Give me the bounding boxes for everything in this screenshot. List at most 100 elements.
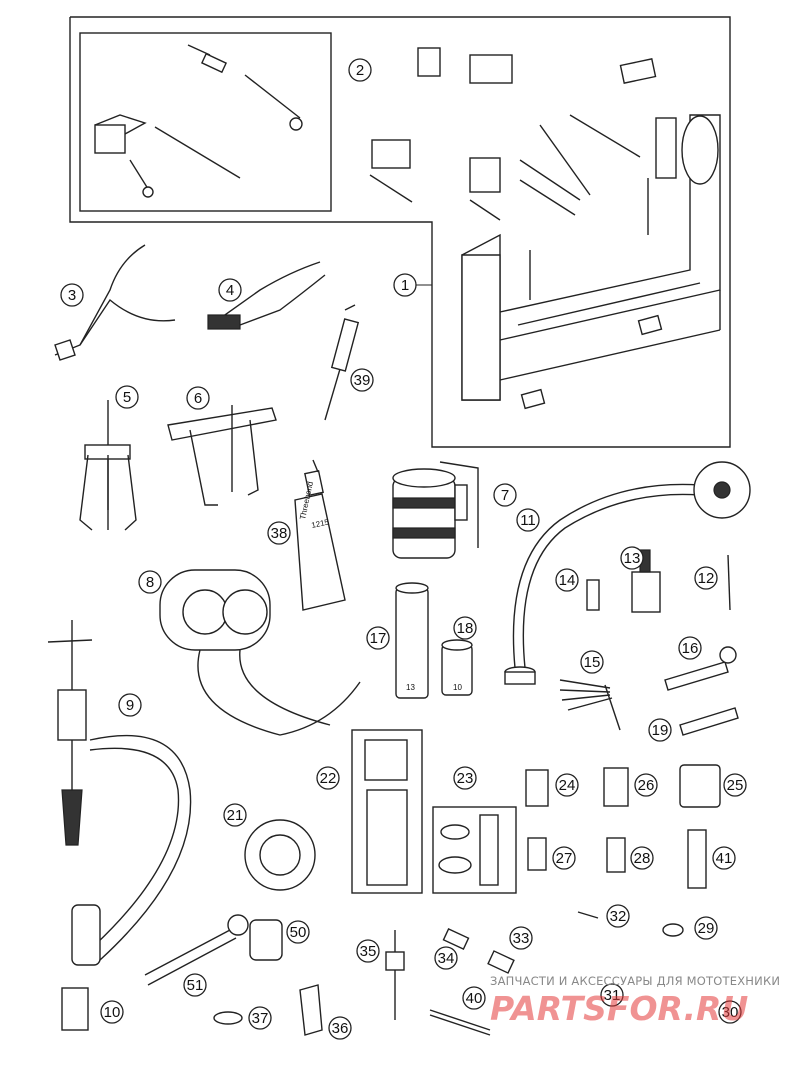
callout-number: 1: [401, 277, 409, 294]
callout-28: 28: [630, 846, 654, 870]
callout-number: 33: [513, 930, 530, 947]
callout-circle: [356, 939, 380, 963]
callout-number: 5: [123, 389, 131, 406]
callout-4: 4: [218, 278, 242, 302]
callout-number: 29: [698, 920, 715, 937]
c-clamp-compressor-9: [47, 620, 192, 966]
callout-50: 50: [286, 920, 310, 944]
callout-circle: [630, 846, 654, 870]
callout-number: 18: [457, 620, 474, 637]
callout-37: 37: [248, 1006, 272, 1030]
callout-16: 16: [678, 636, 702, 660]
pliers-tool-4: [207, 261, 326, 330]
callout-circle: [115, 385, 139, 409]
callout-13: 13: [620, 546, 644, 570]
callout-circle: [218, 278, 242, 302]
callout-1: 1: [393, 273, 417, 297]
pressure-gauge-8: [159, 569, 361, 736]
callout-number: 28: [634, 850, 651, 867]
callout-30: 30: [718, 1000, 742, 1024]
puller-tool-5: [79, 400, 137, 531]
callout-circle: [634, 773, 658, 797]
small-parts-12-13-14: [586, 549, 731, 613]
callout-circle: [118, 693, 142, 717]
callout-25: 25: [723, 773, 747, 797]
hook-wrench-51-plate-50: [144, 914, 283, 986]
callout-40: 40: [462, 986, 486, 1010]
flywheel-stand-11: [504, 461, 751, 685]
group-2-box: [79, 32, 332, 212]
callout-number: 34: [438, 950, 455, 967]
callout-circle: [712, 846, 736, 870]
callout-number: 2: [356, 62, 364, 79]
kit-2-parts: [94, 44, 303, 198]
callout-number: 31: [604, 987, 621, 1004]
callout-number: 22: [320, 770, 337, 787]
callout-number: 6: [194, 390, 202, 407]
callout-number: 19: [652, 722, 669, 739]
callout-circle: [138, 570, 162, 594]
callout-circle: [606, 904, 630, 928]
callout-number: 30: [722, 1004, 739, 1021]
callout-circle: [580, 650, 604, 674]
hex-key-set-15: [559, 679, 621, 731]
callout-27: 27: [552, 846, 576, 870]
callout-number: 40: [466, 990, 483, 1007]
callout-circle: [100, 1000, 124, 1024]
socket-17-marking: 13: [406, 683, 415, 692]
callout-number: 16: [682, 640, 699, 657]
callout-circle: [183, 973, 207, 997]
sealant-tube-38: [294, 459, 346, 611]
callout-number: 9: [126, 697, 134, 714]
callout-26: 26: [634, 773, 658, 797]
callout-22: 22: [316, 766, 340, 790]
callout-3: 3: [60, 283, 84, 307]
callout-number: 11: [520, 512, 536, 529]
pliers-tool-3: [54, 244, 176, 361]
callout-circle: [694, 566, 718, 590]
callout-circle: [723, 773, 747, 797]
callout-number: 21: [227, 807, 244, 824]
watermark-logo: PARTSFOR.RU: [490, 989, 748, 1028]
callout-number: 39: [354, 372, 371, 389]
callout-circle: [267, 521, 291, 545]
callout-circle: [493, 483, 517, 507]
callout-circle: [60, 283, 84, 307]
callout-number: 51: [187, 977, 204, 994]
callout-9: 9: [118, 693, 142, 717]
callout-circle: [316, 766, 340, 790]
callout-circle: [620, 546, 644, 570]
callout-number: 35: [360, 943, 377, 960]
callout-14: 14: [555, 568, 579, 592]
callout-circle: [718, 1000, 742, 1024]
callout-34: 34: [434, 946, 458, 970]
callout-circle: [555, 773, 579, 797]
callout-17: 17: [366, 626, 390, 650]
callout-7: 7: [493, 483, 517, 507]
callout-32: 32: [606, 904, 630, 928]
callout-number: 32: [610, 908, 627, 925]
callout-5: 5: [115, 385, 139, 409]
puller-tool-6: [167, 405, 277, 506]
callout-circle: [509, 926, 533, 950]
callout-circle: [350, 368, 374, 392]
callout-number: 26: [638, 777, 655, 794]
socket-18-marking: 10: [453, 683, 462, 692]
callout-circle: [434, 946, 458, 970]
callout-number: 10: [104, 1004, 121, 1021]
callout-12: 12: [694, 566, 718, 590]
callout-number: 37: [252, 1010, 269, 1027]
callout-circle: [600, 983, 624, 1007]
callout-number: 27: [556, 850, 573, 867]
callout-41: 41: [712, 846, 736, 870]
callout-6: 6: [186, 386, 210, 410]
callout-19: 19: [648, 718, 672, 742]
callout-2: 2: [348, 58, 372, 82]
callout-31: 31: [600, 983, 624, 1007]
callout-number: 36: [332, 1020, 349, 1037]
callout-number: 14: [559, 572, 576, 589]
callout-circle: [552, 846, 576, 870]
spanner-16-plate-19: [664, 646, 739, 736]
callout-35: 35: [356, 939, 380, 963]
